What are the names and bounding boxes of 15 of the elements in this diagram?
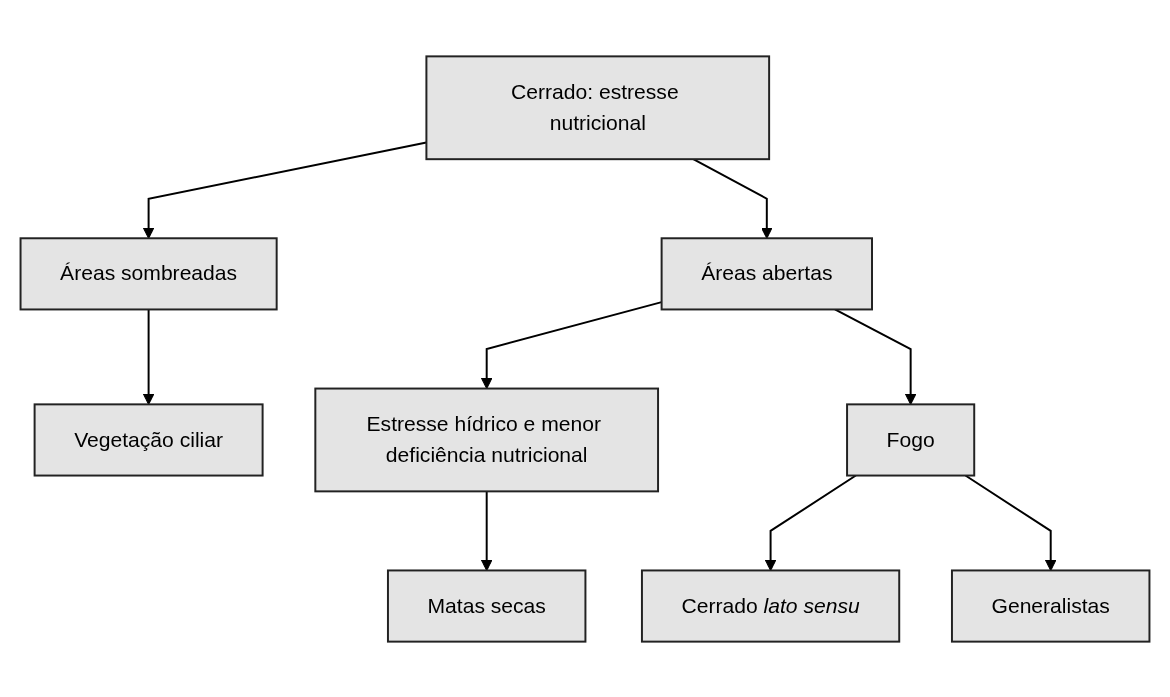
arrow (964, 474, 1057, 571)
node-box: Vegetação ciliar (33, 402, 264, 477)
node-box: Fogo (846, 402, 976, 477)
arrow (833, 307, 917, 405)
arrow (142, 307, 155, 405)
node-box: Áreas sombreadas (19, 236, 278, 310)
arrow (764, 474, 857, 571)
node-box: Cerrado lato sensu (640, 568, 901, 643)
node-box: Matas secas (386, 568, 587, 643)
arrow (692, 157, 773, 239)
node-box: Generalistas (950, 568, 1151, 643)
arrow (480, 489, 493, 571)
node-box: Cerrado: estresse nutricional (425, 54, 771, 160)
node-box: Áreas abertas (660, 236, 873, 310)
node-box: Estresse hídrico e menor deficiência nutricional (314, 387, 660, 492)
